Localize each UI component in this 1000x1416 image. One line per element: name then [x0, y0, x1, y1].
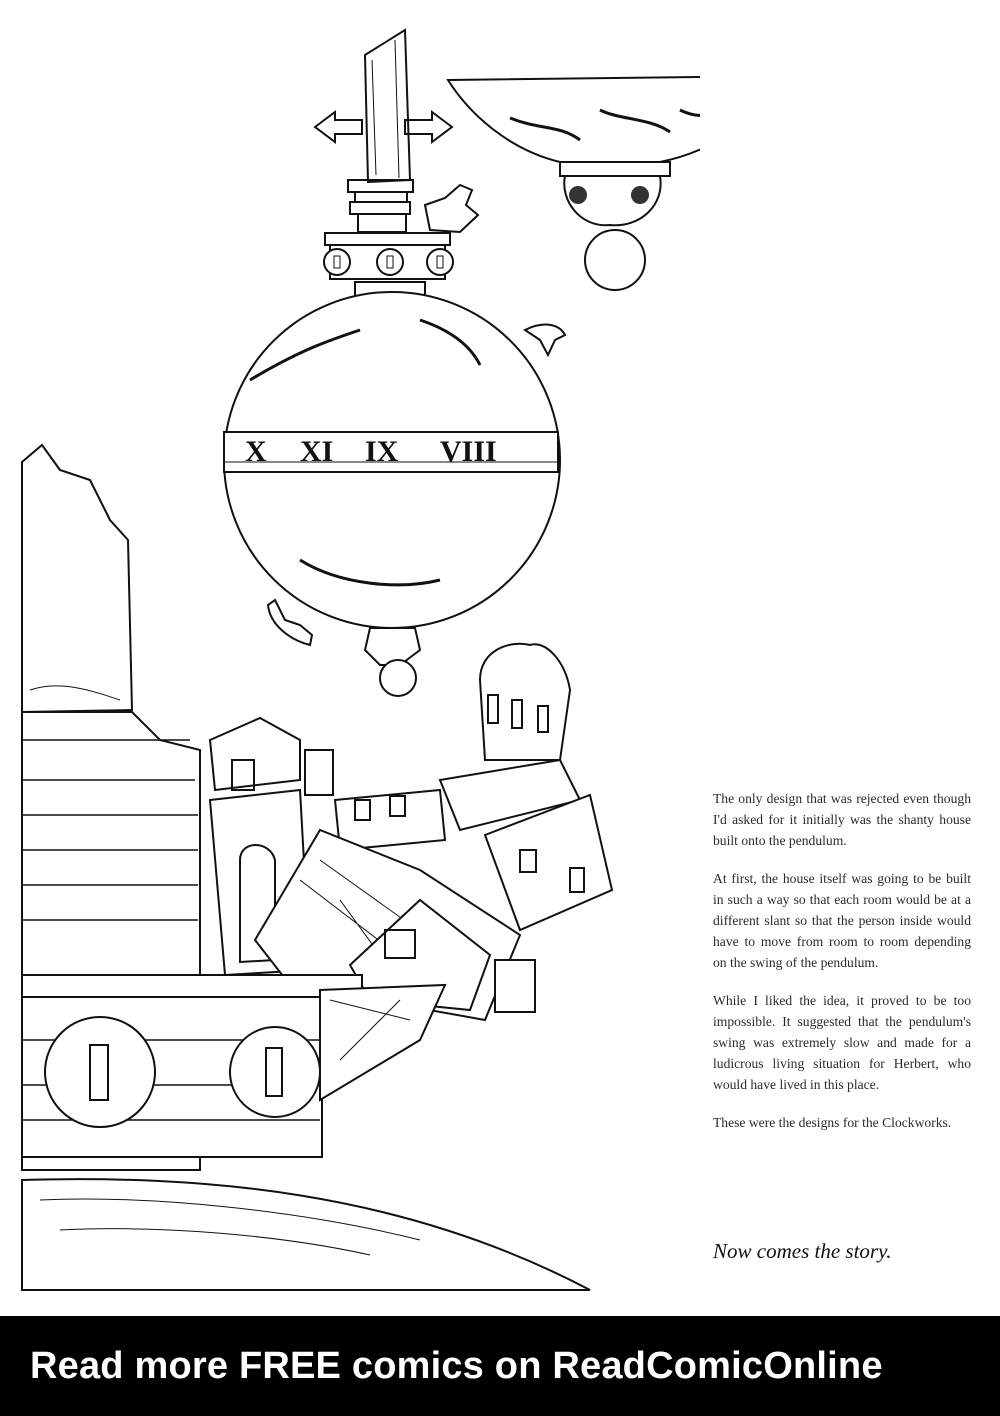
gear-chassis [21, 974, 447, 1158]
hanging-bowl [446, 76, 700, 291]
closing-line: Now comes the story. [713, 1239, 892, 1263]
shanty-house [208, 642, 614, 1022]
gear-figure-icon [423, 183, 480, 234]
pendulum-sphere: X XI IX VIII [223, 281, 561, 697]
clockwork-pendulum-illustration: X XI IX VIII [21, 28, 700, 1291]
promo-banner[interactable]: Read more FREE comics on ReadComicOnline [0, 1316, 1000, 1416]
paragraph: These were the designs for the Clockwork… [713, 1115, 952, 1130]
double-arrow-icon [313, 110, 454, 144]
ground-curve [21, 1178, 591, 1291]
paragraph: The only design that was rejected even t… [713, 791, 971, 848]
pillar-shaft [347, 28, 414, 233]
rotation-arrow-icon [266, 598, 314, 647]
clock-numeral-xi: XI [300, 435, 333, 468]
clock-numeral-viii: VIII [440, 435, 497, 468]
rotation-arrow-icon [523, 323, 567, 358]
commentary-text: The only design that was rejected even t… [713, 788, 971, 1150]
paragraph: At first, the house itself was going to … [713, 871, 971, 970]
pillar-base-platform [323, 232, 454, 280]
clock-numeral-x: X [245, 435, 267, 468]
promo-banner-text[interactable]: Read more FREE comics on ReadComicOnline [30, 1344, 883, 1387]
paragraph: While I liked the idea, it proved to be … [713, 993, 971, 1092]
clock-numeral-ix: IX [365, 435, 399, 468]
